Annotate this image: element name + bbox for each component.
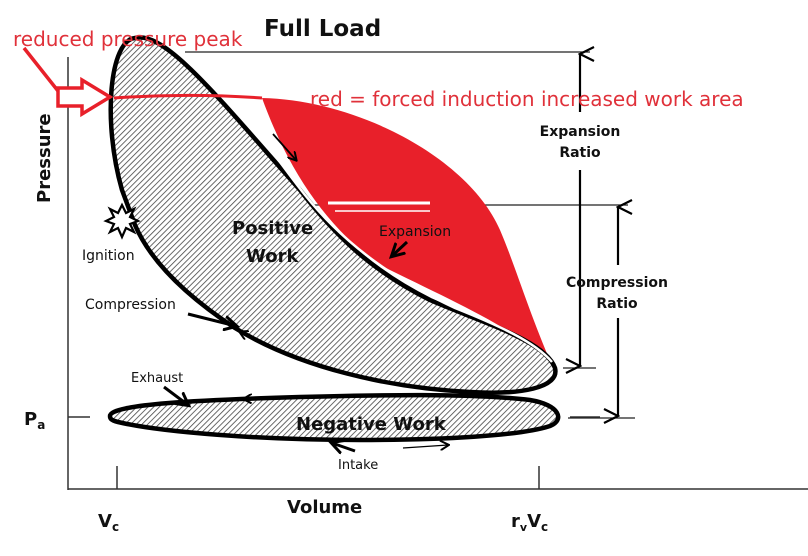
reduced-peak-block-arrow-icon [56, 76, 114, 118]
expansion-label: Expansion [379, 224, 451, 240]
forced-induction-legend: red = forced induction increased work ar… [310, 87, 744, 111]
y-axis-label: Pressure [34, 113, 55, 203]
x-axis-label: Volume [287, 497, 362, 518]
compression-ratio-label-2: Ratio [596, 296, 638, 312]
reduced-peak-pointer-line [22, 46, 64, 98]
intake-label: Intake [338, 458, 378, 473]
forced-induction-area [262, 98, 552, 365]
positive-work-label-1: Positive [232, 218, 313, 239]
expansion-direction-arrow [272, 133, 296, 160]
ignition-spark-icon [103, 202, 141, 240]
exhaust-label: Exhaust [131, 371, 183, 386]
compression-pointer-arrow [187, 312, 236, 326]
reduced-peak-line [113, 93, 263, 100]
rvvc-label: rvVc [511, 511, 548, 534]
vc-label: Vc [98, 511, 119, 534]
exhaust-pointer-arrow [163, 385, 188, 405]
expansion-curve-highlight [231, 99, 553, 363]
expansion-ratio-label-1: Expansion [540, 124, 621, 140]
expansion-ratio-label-2: Ratio [559, 145, 601, 161]
intake-direction-arrow [402, 445, 448, 448]
intake-pointer-arrow [332, 443, 356, 451]
compression-ratio-label-1: Compression [566, 275, 668, 291]
expansion-pointer-arrow [392, 240, 409, 256]
compression-direction-arrow [240, 332, 283, 353]
reduced-peak-label: reduced pressure peak [13, 27, 243, 51]
negative-work-label: Negative Work [296, 414, 447, 435]
positive-work-label-2: Work [246, 246, 299, 267]
compression-label: Compression [85, 297, 176, 313]
pa-label: Pa [24, 409, 45, 432]
exhaust-direction-arrow [244, 397, 301, 399]
chart-title: Full Load [264, 16, 381, 42]
ignition-label: Ignition [82, 248, 135, 264]
